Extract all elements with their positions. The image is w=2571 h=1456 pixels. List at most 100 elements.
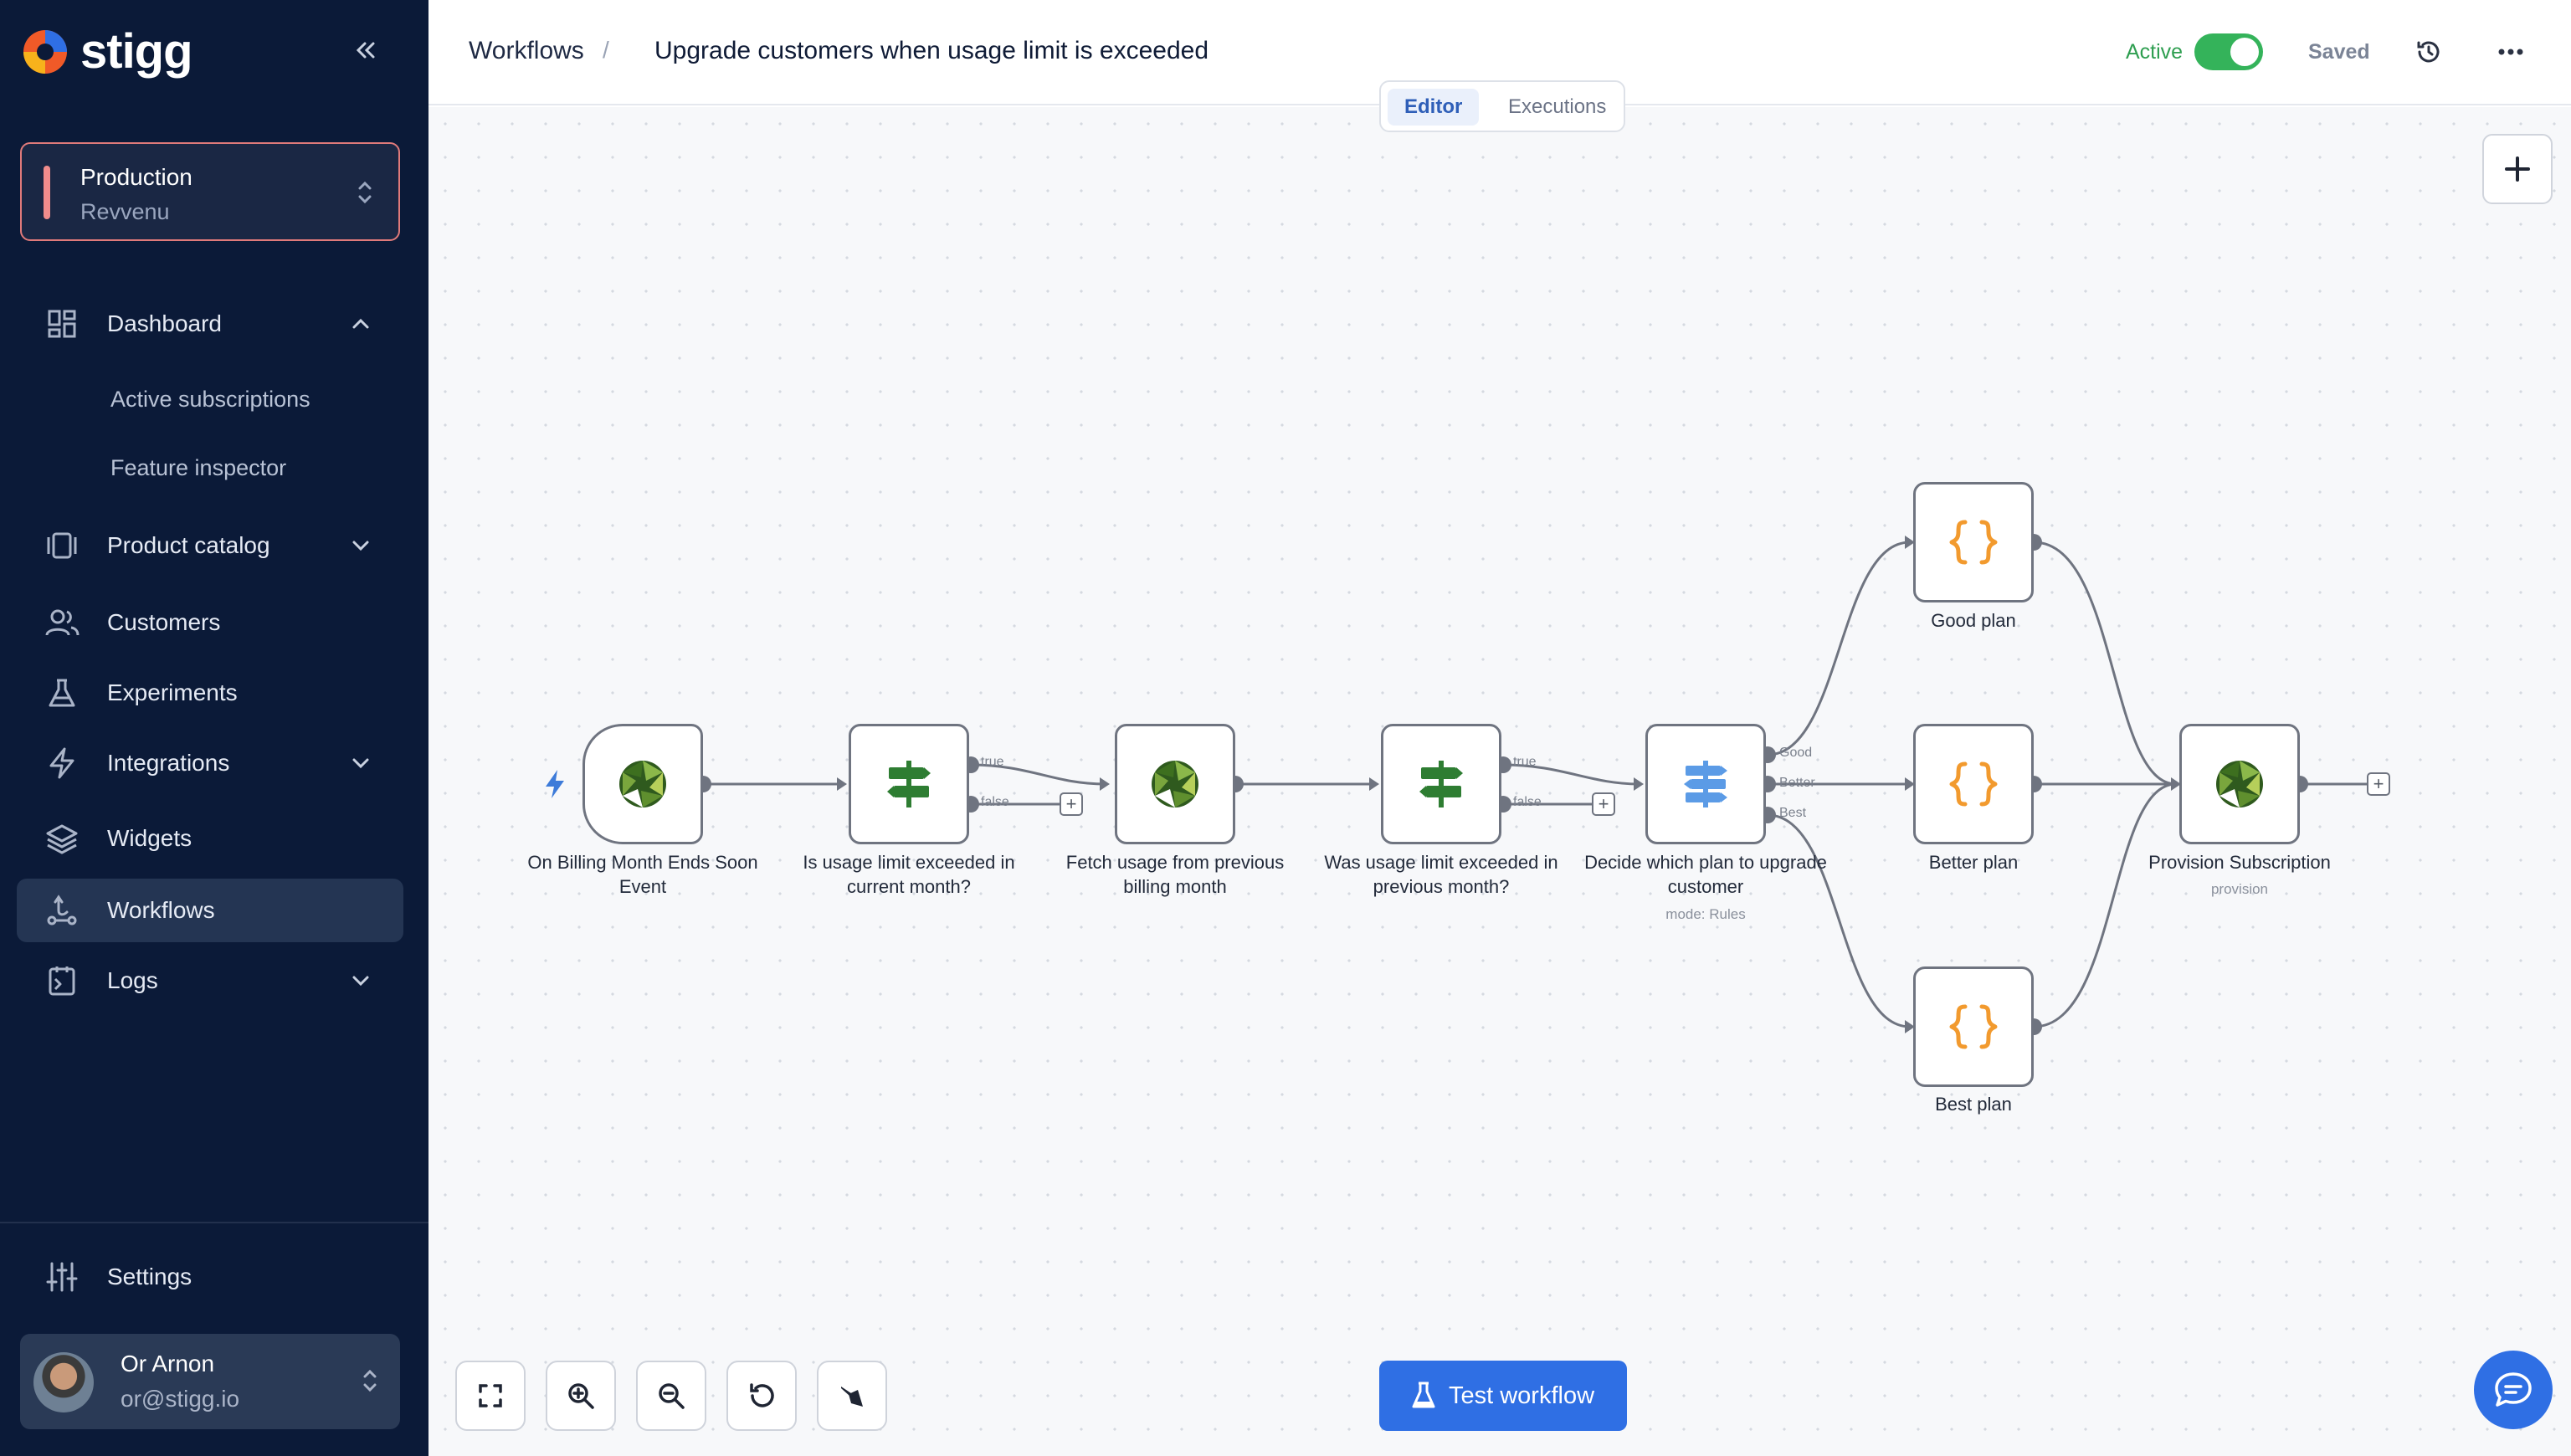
- editor-tabs: Editor Executions: [1379, 80, 1625, 132]
- edge-switch-best: [1767, 813, 1911, 1028]
- arrowhead: [2171, 777, 2181, 791]
- stigg-aperture-icon: [619, 761, 666, 807]
- node-label: Good plan: [1931, 610, 2016, 631]
- sidebar-item-experiments[interactable]: Experiments: [17, 661, 403, 725]
- add-node-button[interactable]: [2482, 134, 2553, 204]
- plus-icon: [2505, 156, 2530, 182]
- node-fetch-usage-previous-month[interactable]: [1115, 724, 1235, 844]
- sliders-icon: [44, 1259, 80, 1295]
- signpost-switch-icon: [1684, 761, 1727, 807]
- port-label-true: true: [1513, 755, 1537, 769]
- chevron-updown-icon: [363, 1369, 377, 1392]
- sidebar-item-logs[interactable]: Logs: [17, 949, 403, 1013]
- chevron-down-icon[interactable]: [348, 751, 373, 776]
- chevron-updown-icon: [358, 181, 372, 204]
- sidebar-item-label: Dashboard: [107, 310, 222, 336]
- zoom-out-icon: [659, 1383, 685, 1409]
- broom-icon: [841, 1387, 863, 1407]
- sidebar-item-dashboard[interactable]: Dashboard: [17, 292, 403, 356]
- stigg-logo[interactable]: stigg: [20, 23, 193, 79]
- layers-icon: [44, 820, 80, 857]
- sidebar-subitem-feature-inspector[interactable]: Feature inspector: [110, 455, 287, 480]
- history-icon: [2417, 41, 2440, 63]
- arrowhead: [1634, 777, 1644, 791]
- arrowhead: [1369, 777, 1379, 791]
- support-chat-button[interactable]: [2474, 1351, 2553, 1429]
- tab-editor[interactable]: Editor: [1388, 89, 1480, 126]
- node-label: Fetch usage from previous billing month: [1065, 852, 1285, 897]
- node-label: Is usage limit exceeded in current month…: [803, 852, 1015, 897]
- add-node-after-provision-button[interactable]: +: [2367, 772, 2390, 796]
- code-braces-icon: [1949, 761, 1998, 807]
- port-label-best: Best: [1779, 806, 1807, 820]
- clear-execution-button[interactable]: [817, 1361, 887, 1431]
- port-label-good: Good: [1779, 746, 1813, 760]
- node-provision-subscription[interactable]: [2179, 724, 2300, 844]
- node-switch-decide-plan[interactable]: [1645, 724, 1766, 844]
- fit-view-button[interactable]: [455, 1361, 526, 1431]
- node-best-plan[interactable]: [1913, 966, 2034, 1087]
- code-braces-icon: [1949, 1004, 1998, 1049]
- sidebar-item-customers[interactable]: Customers: [17, 591, 403, 654]
- sidebar-item-label: Integrations: [107, 750, 230, 776]
- active-toggle[interactable]: [2194, 33, 2263, 70]
- sidebar-item-integrations[interactable]: Integrations: [17, 731, 403, 795]
- collapse-sidebar-button[interactable]: [346, 32, 383, 69]
- breadcrumb-workflows[interactable]: Workflows: [469, 37, 584, 64]
- port-label-true: true: [981, 755, 1004, 769]
- stigg-aperture-icon: [1152, 761, 1198, 807]
- trigger-bolt-icon: [546, 770, 564, 798]
- sidebar-item-workflows[interactable]: Workflows: [17, 879, 403, 942]
- edge-if1-true-to-fetch: [970, 763, 1106, 786]
- zoom-in-button[interactable]: [546, 1361, 616, 1431]
- node-billing-month-ends-trigger[interactable]: [582, 724, 703, 844]
- chevron-up-icon[interactable]: [348, 311, 373, 336]
- more-horizontal-icon: [2498, 49, 2523, 55]
- edge-if2-true-to-switch: [1502, 763, 1640, 786]
- test-workflow-button[interactable]: Test workflow: [1379, 1361, 1627, 1431]
- chevron-down-icon[interactable]: [348, 968, 373, 993]
- sidebar-item-settings[interactable]: Settings: [17, 1245, 403, 1309]
- test-workflow-label: Test workflow: [1448, 1382, 1595, 1409]
- arrowhead: [1905, 536, 1915, 549]
- user-name: Or Arnon: [121, 1351, 215, 1377]
- code-braces-icon: [1949, 520, 1998, 565]
- node-sublabel: provision: [2210, 881, 2269, 897]
- signpost-icon: [887, 761, 931, 807]
- workflow-canvas[interactable]: [428, 107, 2571, 1456]
- tab-executions[interactable]: Executions: [1508, 95, 1607, 118]
- sidebar-item-label: Widgets: [107, 825, 192, 851]
- stigg-logo-icon: [23, 29, 67, 74]
- chevron-down-icon[interactable]: [348, 533, 373, 558]
- users-icon: [44, 604, 80, 641]
- sidebar-item-widgets[interactable]: Widgets: [17, 807, 403, 870]
- saved-status: Saved: [2308, 40, 2370, 64]
- sidebar-subitem-active-subscriptions[interactable]: Active subscriptions: [110, 387, 310, 412]
- undo-button[interactable]: [726, 1361, 797, 1431]
- edge-good-to-provision: [2033, 541, 2177, 786]
- node-better-plan[interactable]: [1913, 724, 2034, 844]
- sidebar-item-product-catalog[interactable]: Product catalog: [17, 514, 403, 577]
- flask-icon: [44, 674, 80, 711]
- history-button[interactable]: [2410, 33, 2447, 70]
- add-node-false-branch-button[interactable]: +: [1060, 792, 1083, 816]
- catalog-icon: [44, 527, 80, 564]
- sidebar-item-label: Workflows: [107, 897, 215, 923]
- node-if-usage-previous-month[interactable]: [1381, 724, 1501, 844]
- node-if-usage-current-month[interactable]: [849, 724, 969, 844]
- settings-label: Settings: [107, 1264, 192, 1289]
- toggle-knob: [2230, 38, 2259, 66]
- stigg-aperture-icon: [2216, 761, 2263, 807]
- more-options-button[interactable]: [2492, 33, 2529, 70]
- workflow-title[interactable]: Upgrade customers when usage limit is ex…: [654, 37, 1209, 64]
- zoom-out-button[interactable]: [636, 1361, 706, 1431]
- node-label: Provision Subscription: [2148, 852, 2331, 873]
- port-label-false: false: [981, 795, 1009, 809]
- user-menu[interactable]: Or Arnon or@stigg.io: [20, 1334, 400, 1429]
- user-email: or@stigg.io: [121, 1386, 240, 1412]
- environment-selector[interactable]: Production Revvenu: [20, 142, 400, 241]
- bolt-icon: [44, 745, 80, 782]
- node-good-plan[interactable]: [1913, 482, 2034, 602]
- add-node-false-branch-button[interactable]: +: [1592, 792, 1615, 816]
- sidebar-item-label: Customers: [107, 609, 221, 635]
